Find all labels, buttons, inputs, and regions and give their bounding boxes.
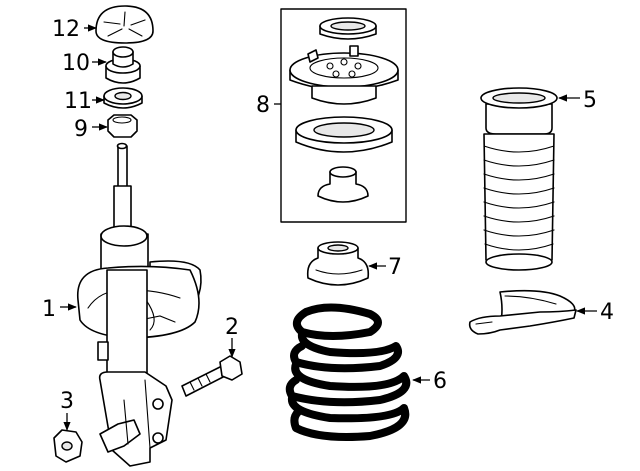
callout-1: 1 [42, 297, 56, 322]
part-2-bolt [181, 355, 243, 397]
part-10-upper-nut [105, 46, 141, 84]
callout-9: 9 [74, 117, 88, 142]
callout-3: 3 [60, 389, 74, 414]
callout-12: 12 [52, 17, 80, 42]
part-7-bump-stop [306, 241, 370, 286]
part-3-nut [53, 429, 83, 463]
part-1-strut-assembly [77, 142, 202, 467]
part-4-lower-insulator [468, 289, 577, 335]
part-5-dust-boot [480, 87, 558, 271]
part-9-hex-nut [107, 114, 138, 138]
callout-labels: 12 10 11 9 1 2 3 8 5 4 7 6 [42, 17, 614, 414]
callout-2: 2 [225, 315, 239, 340]
callout-5: 5 [583, 88, 597, 113]
callout-11: 11 [64, 89, 92, 114]
callout-7: 7 [388, 255, 402, 280]
callout-8: 8 [256, 93, 270, 118]
part-6-coil-spring [285, 303, 411, 441]
callout-6: 6 [433, 369, 447, 394]
part-12-dust-cap [95, 5, 154, 44]
leader-lines [60, 24, 597, 431]
callout-10: 10 [62, 51, 90, 76]
callout-4: 4 [600, 300, 614, 325]
part-8-top-mount-kit [280, 8, 407, 223]
part-11-washer [103, 87, 143, 109]
